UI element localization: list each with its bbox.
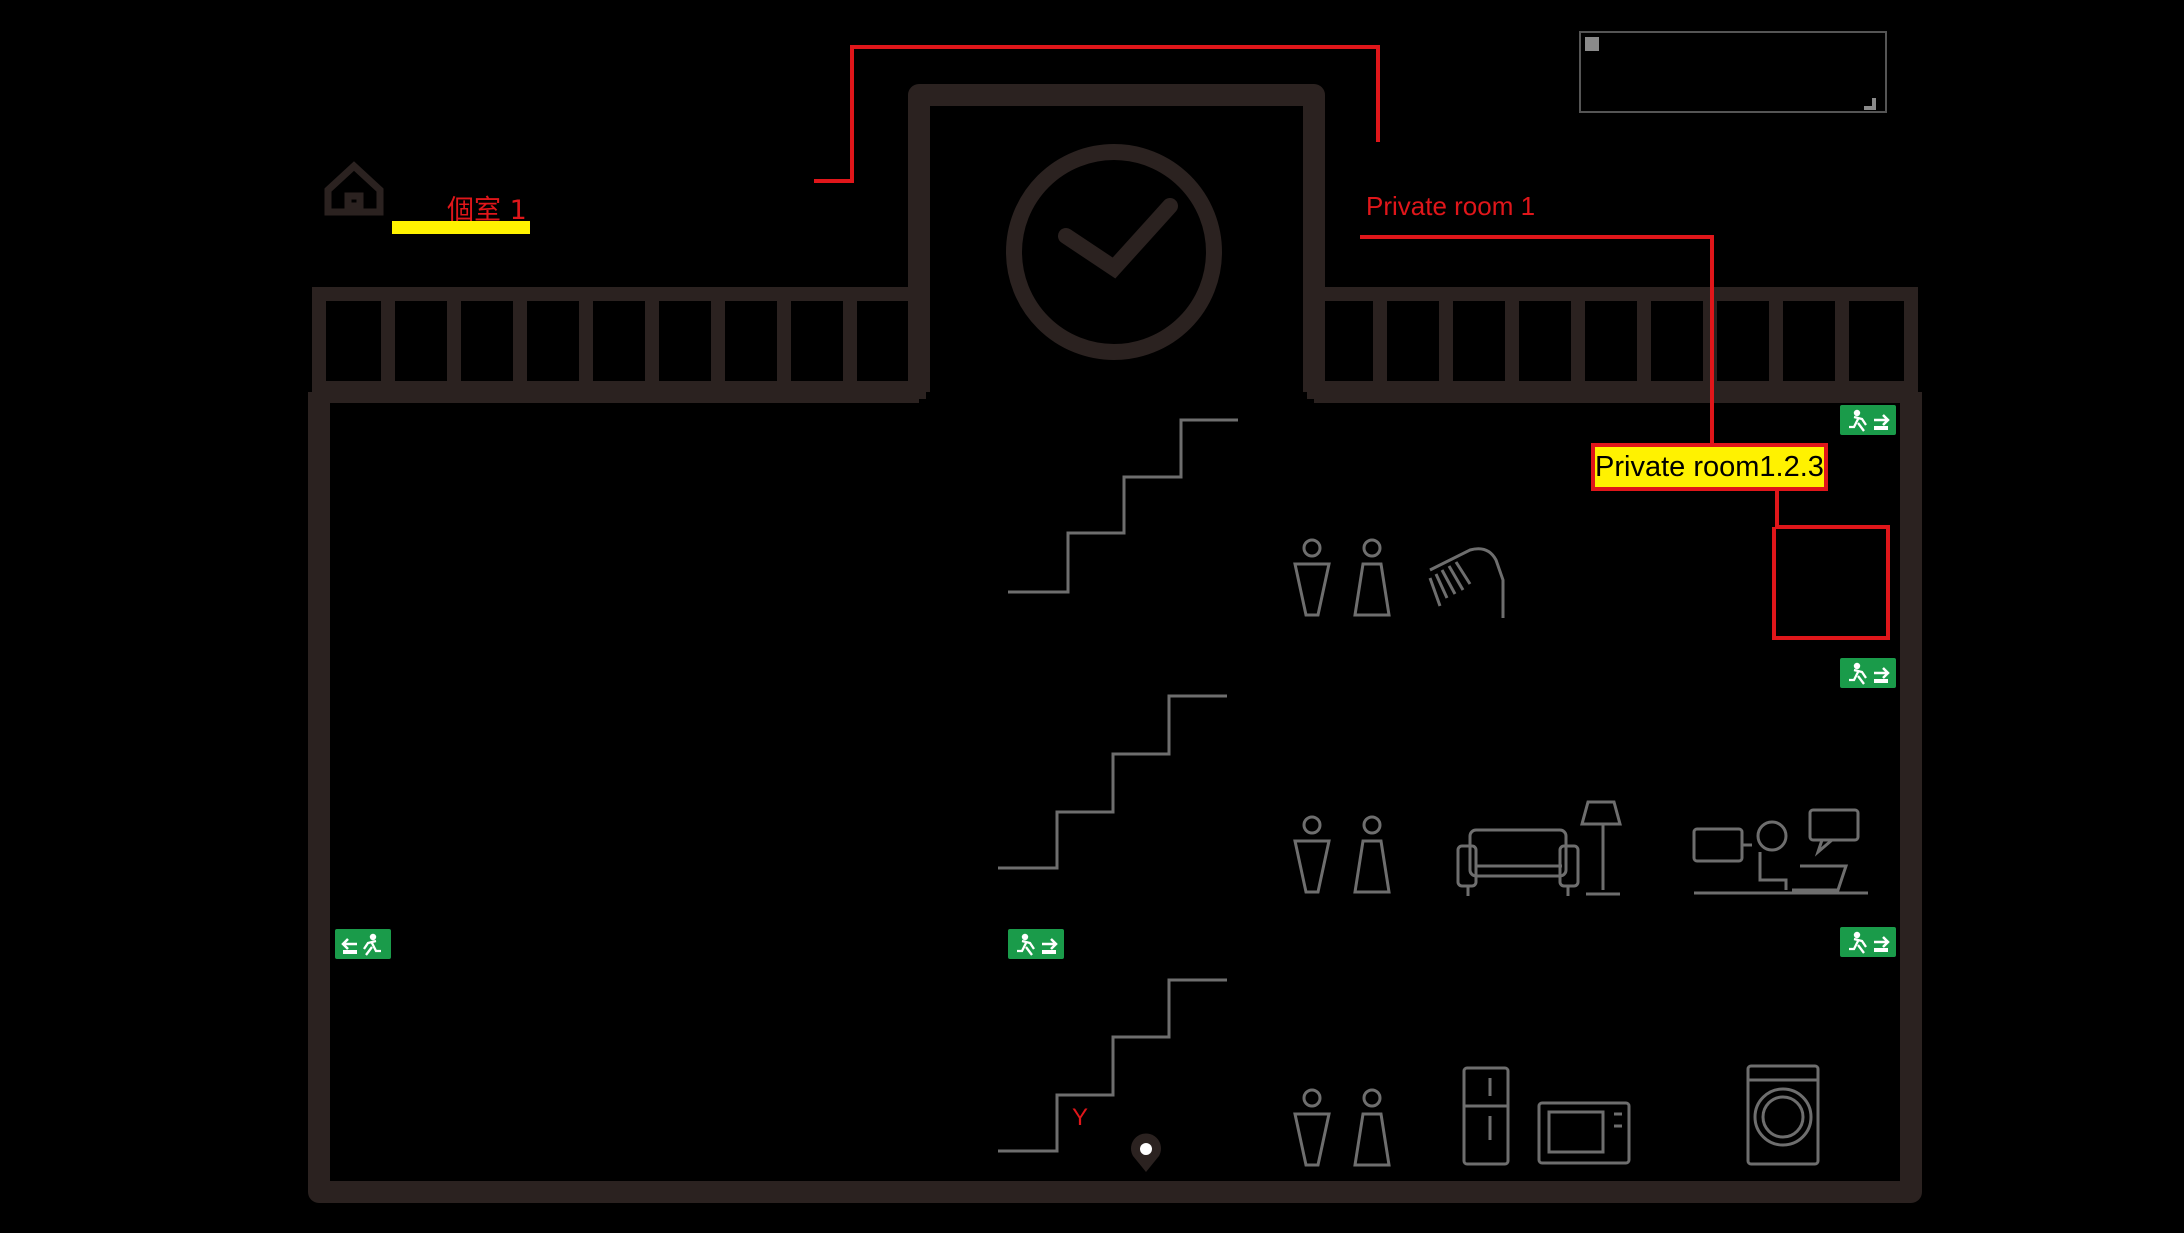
- image-frame: [1579, 31, 1887, 113]
- restroom-icon: [1293, 538, 1391, 1167]
- stairs-icon: [998, 418, 1238, 1153]
- callout-lines[interactable]: [814, 45, 1890, 640]
- exit-sign-icon: [1840, 927, 1896, 957]
- floor-lamp-icon: [1580, 800, 1622, 896]
- location-pin-icon[interactable]: [1131, 1133, 1162, 1172]
- clock-icon: [1006, 144, 1222, 360]
- room-label-jp[interactable]: 個室 1: [447, 195, 527, 226]
- shower-icon: [1428, 547, 1505, 618]
- room-label-en[interactable]: Private room 1: [1366, 191, 1536, 221]
- balcony-railing-left: [312, 287, 926, 399]
- washing-machine-icon: [1746, 1064, 1820, 1166]
- balcony-railing-right: [1307, 287, 1918, 399]
- position-marker: Y: [1072, 1104, 1089, 1131]
- room-highlight-tag[interactable]: Private room1.2.3: [1591, 443, 1828, 491]
- refrigerator-icon: [1462, 1066, 1510, 1166]
- microwave-icon: [1537, 1101, 1631, 1165]
- exit-sign-icon: [1840, 658, 1896, 688]
- exit-sign-icon: [1008, 929, 1064, 959]
- exit-sign-icon: [1840, 405, 1896, 435]
- desk-worker-icon: [1692, 808, 1868, 895]
- home-icon: [324, 161, 384, 216]
- sofa-icon: [1456, 828, 1580, 896]
- exit-sign-icon: [335, 929, 391, 959]
- room-label-jp-highlight: [392, 221, 530, 234]
